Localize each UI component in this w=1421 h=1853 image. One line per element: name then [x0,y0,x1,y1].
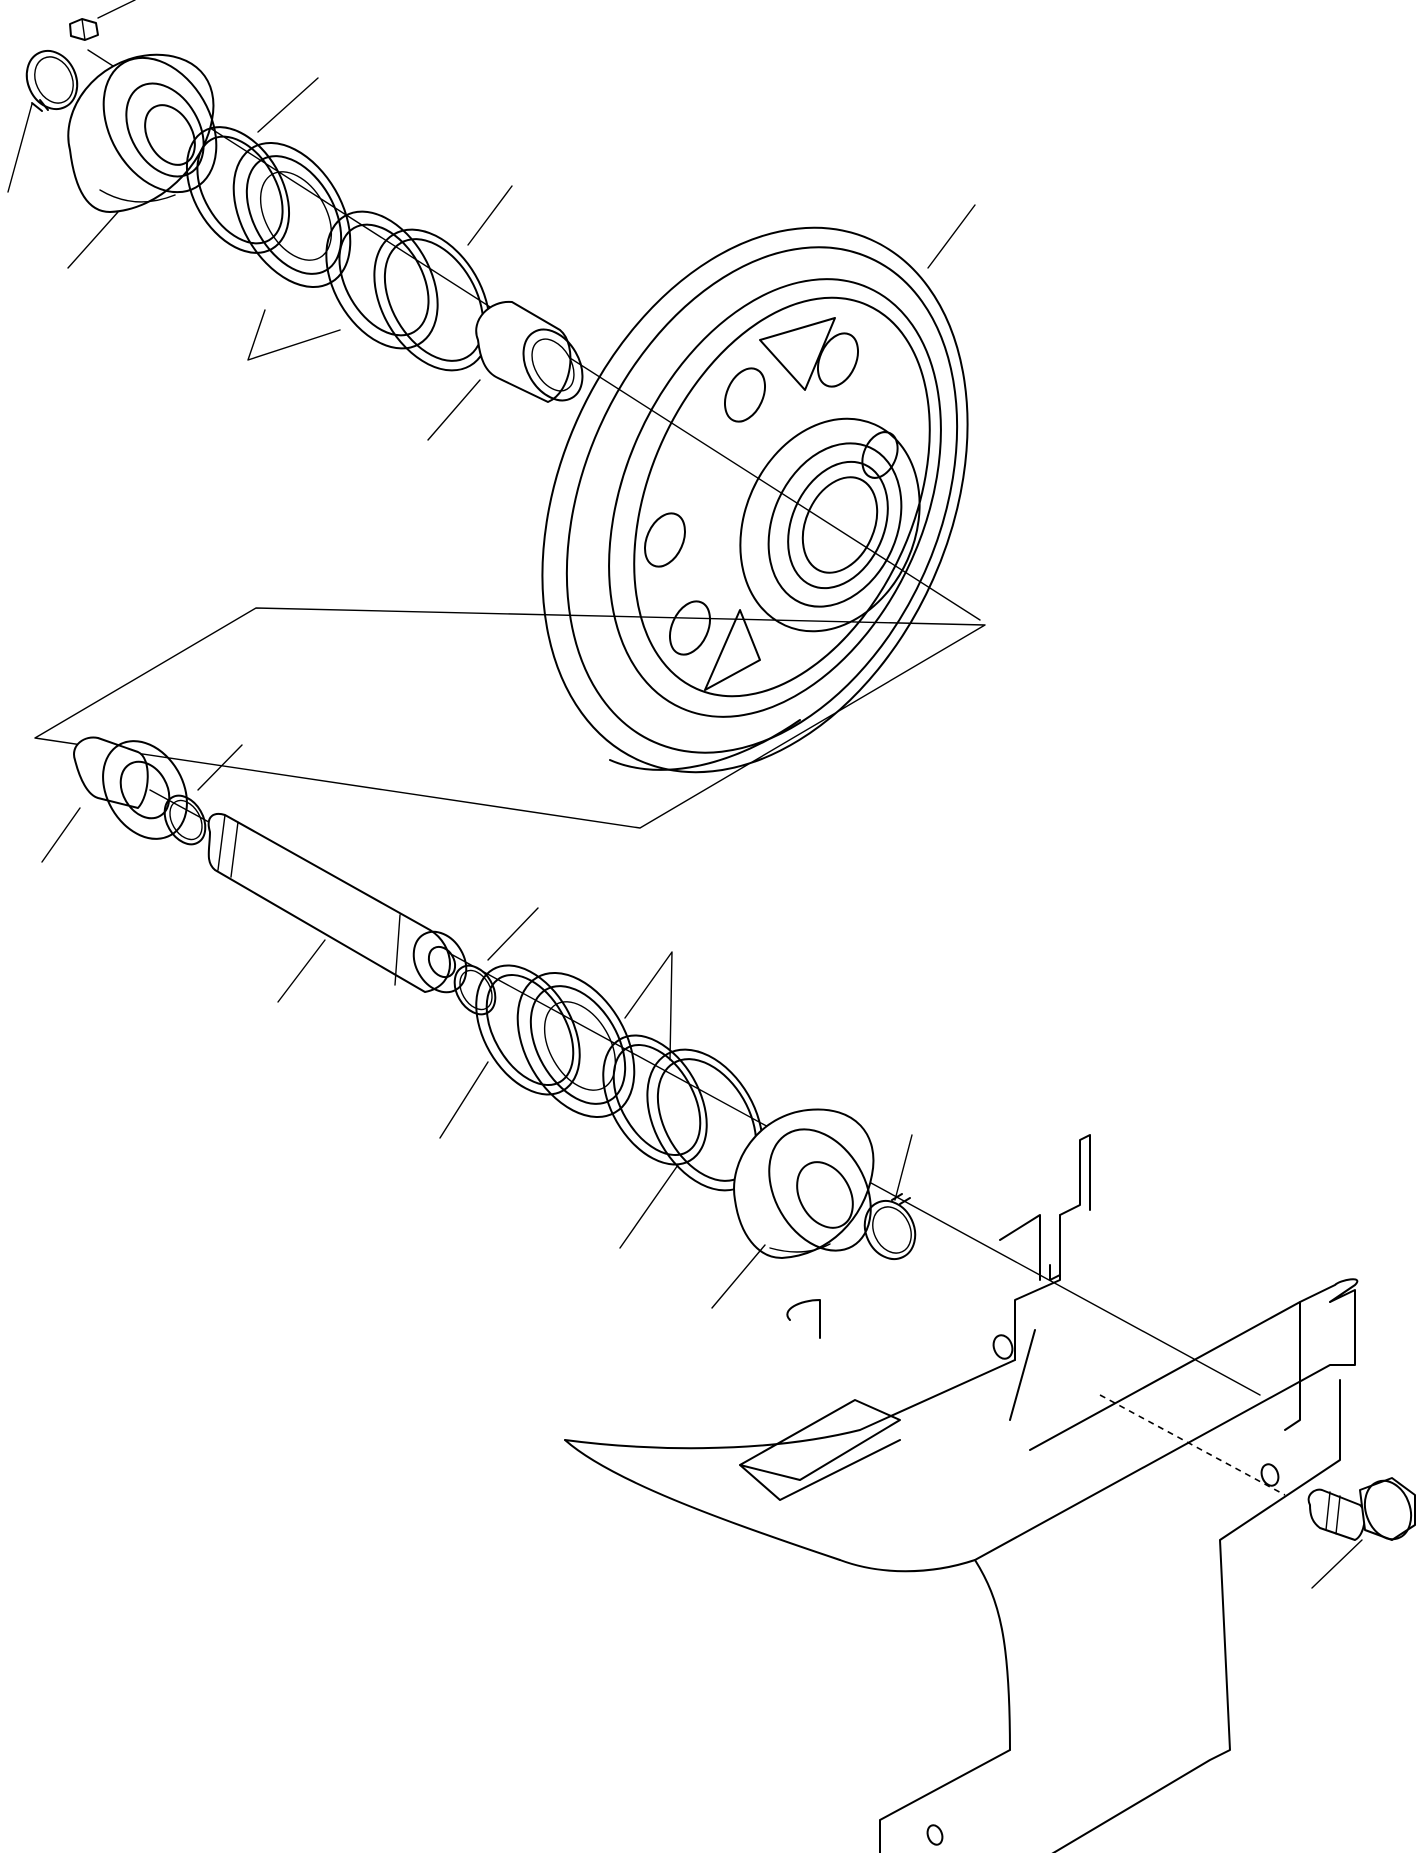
bushing-lower [74,726,204,854]
leader-lines [7,0,1363,1589]
idler-wheel [461,160,1049,839]
small-plug [70,19,98,40]
bushing-upper [476,302,594,411]
idler-yoke-bracket [565,1135,1357,1853]
snap-ring-upper [18,43,87,118]
floating-seal-ring-a [166,109,310,271]
floating-seal-ring-c [303,192,460,368]
floating-seal-ring-b [210,122,375,307]
bearing-housing-upper [68,38,239,213]
floating-seal-ring-g [582,1017,728,1182]
floating-seal-ring-d [351,209,514,391]
bearing-housing-lower [734,1109,891,1268]
idler-shaft [209,814,477,1002]
snap-ring-lower [856,1193,925,1268]
assembly-center-axis-lines [34,49,1286,1496]
o-ring-lower-left [156,788,213,851]
hex-flange-bolt [1309,1474,1419,1545]
